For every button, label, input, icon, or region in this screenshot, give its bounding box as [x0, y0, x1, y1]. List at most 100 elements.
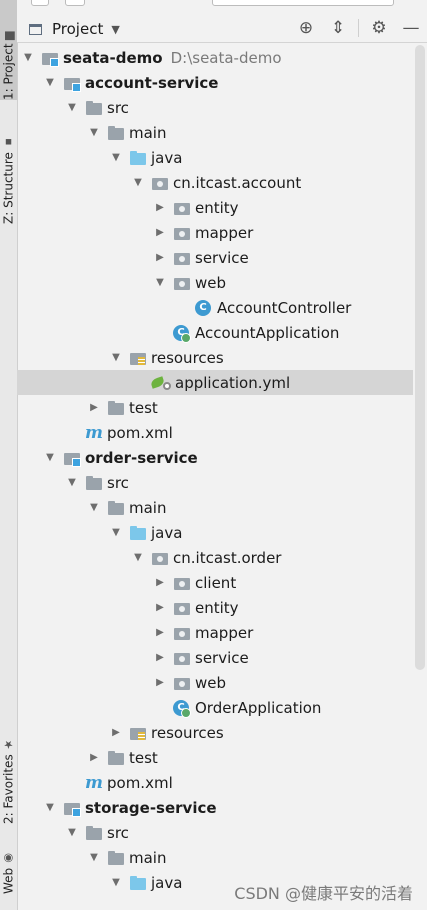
tree-row[interactable]: ▶application.yml: [17, 370, 413, 395]
package-icon: [173, 575, 191, 591]
chevron-right-icon[interactable]: ▶: [112, 727, 120, 738]
tree-row[interactable]: ▼java: [17, 870, 413, 895]
chevron-right-icon[interactable]: ▶: [156, 677, 164, 688]
chevron-down-icon[interactable]: ▼: [68, 102, 76, 113]
chevron-right-icon[interactable]: ▶: [156, 627, 164, 638]
chevron-right-icon[interactable]: ▶: [156, 252, 164, 263]
tree-row-label: mapper: [195, 623, 254, 642]
folder-icon: ▆: [2, 31, 15, 41]
chevron-right-icon[interactable]: ▶: [156, 602, 164, 613]
tree-row[interactable]: ▶entity: [17, 195, 413, 220]
tree-row[interactable]: ▶resources: [17, 720, 413, 745]
tree-row[interactable]: ▼src: [17, 95, 413, 120]
chevron-right-icon[interactable]: ▶: [156, 652, 164, 663]
toolbar-overflow-button[interactable]: [65, 0, 85, 6]
tree-row[interactable]: ▼cn.itcast.account: [17, 170, 413, 195]
folder-icon: [107, 125, 125, 141]
chevron-down-icon[interactable]: ▼: [46, 452, 54, 463]
chevron-down-icon[interactable]: ▼: [156, 277, 164, 288]
package-icon: [173, 650, 191, 666]
chevron-right-icon[interactable]: ▶: [90, 752, 98, 763]
maven-icon: m: [85, 422, 103, 443]
chevron-down-icon[interactable]: ▼: [134, 177, 142, 188]
tree-row[interactable]: ▼web: [17, 270, 413, 295]
source-folder-icon: [129, 525, 147, 541]
chevron-down-icon[interactable]: ▼: [24, 52, 32, 63]
chevron-down-icon[interactable]: ▼: [134, 552, 142, 563]
tree-row[interactable]: ▼java: [17, 520, 413, 545]
source-folder-icon: [129, 875, 147, 891]
module-folder-icon: [63, 75, 81, 92]
tree-row[interactable]: ▼main: [17, 845, 413, 870]
chevron-down-icon[interactable]: ▼: [112, 152, 120, 163]
chevron-down-icon[interactable]: ▼: [68, 827, 76, 838]
chevron-down-icon[interactable]: ▼: [90, 502, 98, 513]
tree-row[interactable]: ▼cn.itcast.order: [17, 545, 413, 570]
chevron-down-icon[interactable]: ▼: [112, 352, 120, 363]
module-folder-icon: [63, 450, 81, 467]
chevron-right-icon[interactable]: ▶: [90, 402, 98, 413]
tree-row[interactable]: ▶ test: [17, 745, 413, 770]
crosshair-icon[interactable]: ⊕: [298, 18, 314, 38]
tree-row[interactable]: ▼resources: [17, 345, 413, 370]
tab-favorites[interactable]: 2: Favorites ★: [0, 728, 17, 824]
chevron-right-icon[interactable]: ▶: [156, 577, 164, 588]
folder-icon: [85, 825, 103, 841]
chevron-down-icon[interactable]: ▼: [112, 527, 120, 538]
tree-row-label: AccountApplication: [195, 323, 340, 342]
tree-row-label: test: [129, 748, 158, 767]
package-icon: [173, 200, 191, 216]
tree-row-label: OrderApplication: [195, 698, 322, 717]
tree-row[interactable]: ▶service: [17, 645, 413, 670]
scrollbar[interactable]: [415, 45, 425, 670]
chevron-down-icon[interactable]: ▼: [112, 877, 120, 888]
module-folder-icon: [63, 800, 81, 817]
tree-row[interactable]: ▼src: [17, 470, 413, 495]
tree-row[interactable]: ▼java: [17, 145, 413, 170]
run-config-selector[interactable]: [212, 0, 394, 6]
tree-row[interactable]: ▶ mapper: [17, 620, 413, 645]
tree-row[interactable]: ▼main: [17, 120, 413, 145]
resources-folder-icon: [129, 350, 147, 366]
toolbar-overflow-button[interactable]: [31, 0, 49, 6]
tree-row-label: pom.xml: [107, 773, 173, 792]
tree-row[interactable]: ▼account-service: [17, 70, 413, 95]
chevron-right-icon[interactable]: ▶: [156, 227, 164, 238]
package-icon: [173, 625, 191, 641]
folder-icon: [107, 400, 125, 416]
chevron-down-icon[interactable]: ▼: [46, 802, 54, 813]
chevron-down-icon[interactable]: ▼: [90, 127, 98, 138]
collapse-icon[interactable]: ⇕: [330, 18, 346, 38]
tab-project[interactable]: 1: Project ▆: [0, 0, 17, 100]
tab-structure[interactable]: Z: Structure ▪: [0, 128, 17, 224]
tree-row[interactable]: ▶web: [17, 670, 413, 695]
tree-row[interactable]: ▶ client: [17, 570, 413, 595]
tree-row[interactable]: ▼order-service: [17, 445, 413, 470]
gear-icon[interactable]: ⚙: [371, 18, 387, 38]
project-view-selector[interactable]: Project ▼: [29, 19, 120, 39]
tree-row[interactable]: ▼storage-service: [17, 795, 413, 820]
tree-row[interactable]: ▶entity: [17, 595, 413, 620]
minimize-icon[interactable]: —: [402, 18, 420, 38]
chevron-down-icon[interactable]: ▼: [90, 852, 98, 863]
tree-row[interactable]: ▶test: [17, 395, 413, 420]
chevron-down-icon[interactable]: ▼: [68, 477, 76, 488]
chevron-right-icon[interactable]: ▶: [156, 202, 164, 213]
tab-web[interactable]: Web ◉: [0, 842, 17, 894]
tree-row[interactable]: ▶service: [17, 245, 413, 270]
tree-row-label: seata-demo: [63, 48, 163, 67]
tree-row[interactable]: ▶mapper: [17, 220, 413, 245]
tree-row-label: client: [195, 573, 237, 592]
tree-row-label: src: [107, 823, 129, 842]
watermark: CSDN @健康平安的活着: [234, 880, 413, 904]
tab-project-label: 1: Project: [1, 43, 16, 100]
chevron-down-icon[interactable]: ▼: [46, 77, 54, 88]
tree-row[interactable]: ▼main: [17, 495, 413, 520]
tree-row[interactable]: ▼ src: [17, 820, 413, 845]
